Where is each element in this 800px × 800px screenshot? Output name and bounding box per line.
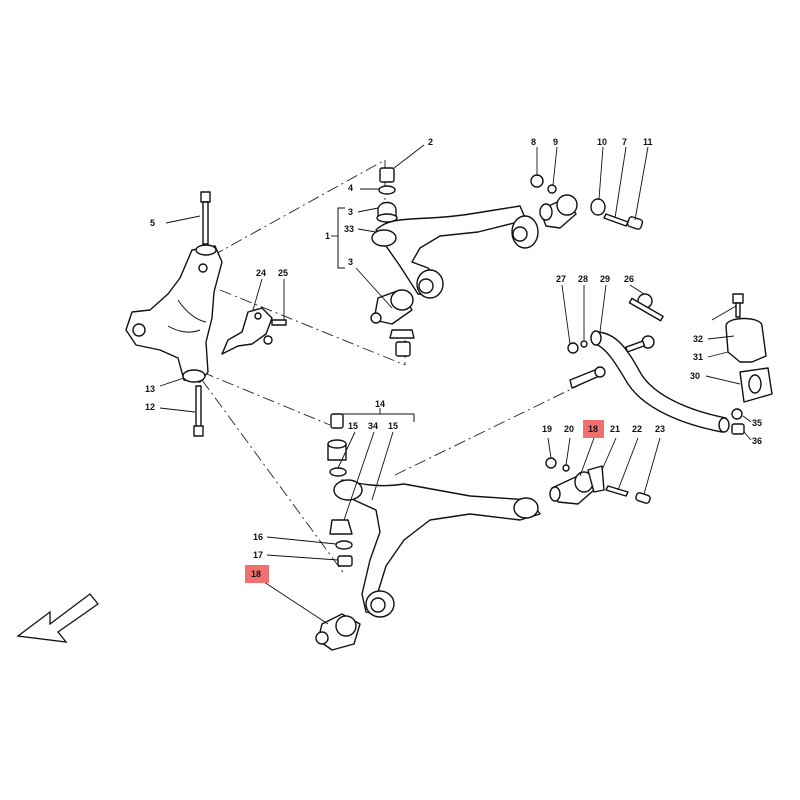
upper-balljoint-stack bbox=[376, 167, 398, 223]
callout-28: 28 bbox=[578, 274, 588, 284]
callout-16: 16 bbox=[253, 532, 263, 542]
callout-15-left: 15 bbox=[348, 421, 358, 431]
highlight-box-18-right bbox=[583, 420, 604, 438]
callout-9: 9 bbox=[553, 137, 558, 147]
callout-7: 7 bbox=[622, 137, 627, 147]
callout-19: 19 bbox=[542, 424, 552, 434]
group-bracket-1 bbox=[331, 207, 345, 269]
callout-17: 17 bbox=[253, 550, 263, 560]
callout-22: 22 bbox=[632, 424, 642, 434]
callout-3-lower: 3 bbox=[348, 257, 353, 267]
callout-30: 30 bbox=[690, 371, 700, 381]
callout-12: 12 bbox=[145, 402, 155, 412]
callout-29: 29 bbox=[600, 274, 610, 284]
lower-front-bushing bbox=[315, 613, 361, 651]
bolt-12 bbox=[193, 385, 204, 437]
callout-21: 21 bbox=[610, 424, 620, 434]
callout-34: 34 bbox=[368, 421, 378, 431]
callout-1: 1 bbox=[325, 231, 330, 241]
callout-27: 27 bbox=[556, 274, 566, 284]
callout-23: 23 bbox=[655, 424, 665, 434]
bolt-5 bbox=[200, 191, 211, 245]
callout-33: 33 bbox=[344, 224, 354, 234]
anti-roll-bar bbox=[569, 330, 730, 433]
callout-4: 4 bbox=[348, 183, 353, 193]
drop-link bbox=[567, 293, 664, 354]
lower-balljoint-stack bbox=[327, 413, 353, 567]
bracket-24 bbox=[221, 307, 287, 355]
callout-15-right: 15 bbox=[388, 421, 398, 431]
callout-32: 32 bbox=[693, 334, 703, 344]
highlight-box-18-left bbox=[245, 565, 269, 583]
callout-14: 14 bbox=[375, 399, 385, 409]
upper-inner-mount bbox=[530, 174, 644, 230]
callout-2: 2 bbox=[428, 137, 433, 147]
lower-wishbone bbox=[333, 479, 541, 618]
leader-lines bbox=[159, 144, 752, 625]
callout-31: 31 bbox=[693, 352, 703, 362]
callout-20: 20 bbox=[564, 424, 574, 434]
callout-3-upper: 3 bbox=[348, 207, 353, 217]
callout-18-right: 18 bbox=[588, 424, 598, 434]
callout-13: 13 bbox=[145, 384, 155, 394]
lower-rear-mount bbox=[545, 457, 651, 505]
callout-5: 5 bbox=[150, 218, 155, 228]
group-bracket-14 bbox=[342, 408, 415, 422]
arb-clamp bbox=[725, 293, 773, 435]
direction-arrow-icon bbox=[16, 593, 99, 643]
callout-25: 25 bbox=[278, 268, 288, 278]
upper-wishbone bbox=[371, 205, 539, 299]
callout-8: 8 bbox=[531, 137, 536, 147]
steering-knuckle bbox=[125, 244, 223, 383]
callout-labels: 2 4 3 1 33 3 5 8 9 10 7 11 24 25 27 28 2… bbox=[145, 137, 762, 579]
callout-11: 11 bbox=[643, 137, 653, 147]
callout-35: 35 bbox=[752, 418, 762, 428]
upper-arm-bushing bbox=[370, 289, 415, 357]
callout-24: 24 bbox=[256, 268, 266, 278]
callout-36: 36 bbox=[752, 436, 762, 446]
callout-18-left: 18 bbox=[251, 569, 261, 579]
callout-26: 26 bbox=[624, 274, 634, 284]
callout-10: 10 bbox=[597, 137, 607, 147]
